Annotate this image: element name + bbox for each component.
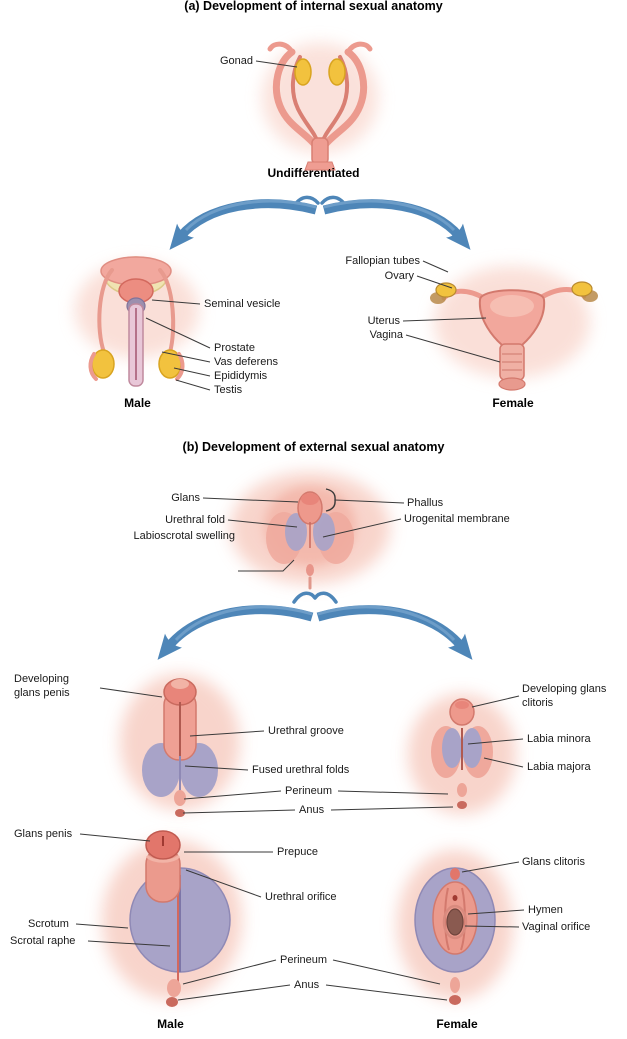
ovary-label: Ovary bbox=[384, 270, 414, 282]
glans-clitoris-label: Glans clitoris bbox=[522, 856, 585, 868]
seminal-vesicle-label: Seminal vesicle bbox=[204, 298, 281, 310]
developing-male-external-drawing bbox=[120, 674, 240, 817]
scrotum-label: Scrotum bbox=[28, 918, 69, 930]
labioscrotal-swelling-label: Labioscrotal swelling bbox=[133, 530, 236, 542]
undifferentiated-label: Undifferentiated bbox=[267, 166, 360, 180]
fallopian-tubes-label: Fallopian tubes bbox=[345, 255, 420, 267]
scrotal-raphe-label: Scrotal raphe bbox=[10, 935, 76, 947]
phallus-label: Phallus bbox=[407, 497, 444, 509]
divergence-arrows-b bbox=[157, 591, 473, 660]
urethral-fold-label: Urethral fold bbox=[165, 514, 225, 526]
prepuce-label: Prepuce bbox=[277, 846, 318, 858]
male-label-b: Male bbox=[157, 1017, 184, 1031]
final-male-external-drawing bbox=[102, 830, 242, 1007]
hymen-label: Hymen bbox=[528, 904, 563, 916]
anus-mid-label: Anus bbox=[299, 804, 325, 816]
male-label-a: Male bbox=[124, 396, 151, 410]
leader-lines bbox=[75, 60, 525, 1001]
section-b-title: (b) Development of external sexual anato… bbox=[182, 440, 445, 454]
female-label-a: Female bbox=[492, 396, 534, 410]
urethral-orifice-label: Urethral orifice bbox=[265, 891, 337, 903]
divergence-arrows-a bbox=[169, 195, 471, 250]
perineum-bottom-label: Perineum bbox=[280, 954, 328, 966]
final-female-external-drawing bbox=[397, 850, 513, 1005]
labia-majora-label: Labia majora bbox=[527, 761, 591, 773]
vas-deferens-label: Vas deferens bbox=[214, 356, 279, 368]
section-a-title: (a) Development of internal sexual anato… bbox=[184, 0, 443, 13]
female-label-b: Female bbox=[436, 1017, 478, 1031]
male-internal-drawing bbox=[75, 256, 199, 387]
vaginal-orifice-label: Vaginal orifice bbox=[522, 921, 591, 933]
anus-bottom-label: Anus bbox=[294, 979, 320, 991]
perineum-mid-label: Perineum bbox=[285, 785, 333, 797]
epididymis-label: Epididymis bbox=[214, 370, 268, 382]
developing-glans-clitoris-label: Developing glans clitoris bbox=[522, 683, 607, 709]
testis-label: Testis bbox=[214, 384, 243, 396]
undifferentiated-internal-drawing bbox=[262, 41, 378, 171]
urogenital-membrane-label: Urogenital membrane bbox=[404, 513, 510, 525]
uterus-label: Uterus bbox=[367, 315, 400, 327]
female-internal-drawing bbox=[430, 266, 598, 391]
undifferentiated-external-drawing bbox=[230, 472, 390, 590]
developing-female-external-drawing bbox=[408, 694, 516, 814]
gonad-label: Gonad bbox=[219, 55, 253, 67]
fused-urethral-folds-label: Fused urethral folds bbox=[252, 764, 350, 776]
labia-minora-label: Labia minora bbox=[527, 733, 591, 745]
urethral-groove-label: Urethral groove bbox=[268, 725, 344, 737]
prostate-label: Prostate bbox=[214, 342, 255, 354]
glans-label: Glans bbox=[171, 492, 200, 504]
vagina-label: Vagina bbox=[369, 329, 403, 341]
glans-penis-label: Glans penis bbox=[14, 828, 73, 840]
developing-glans-penis-label: Developing glans penis bbox=[14, 673, 70, 699]
